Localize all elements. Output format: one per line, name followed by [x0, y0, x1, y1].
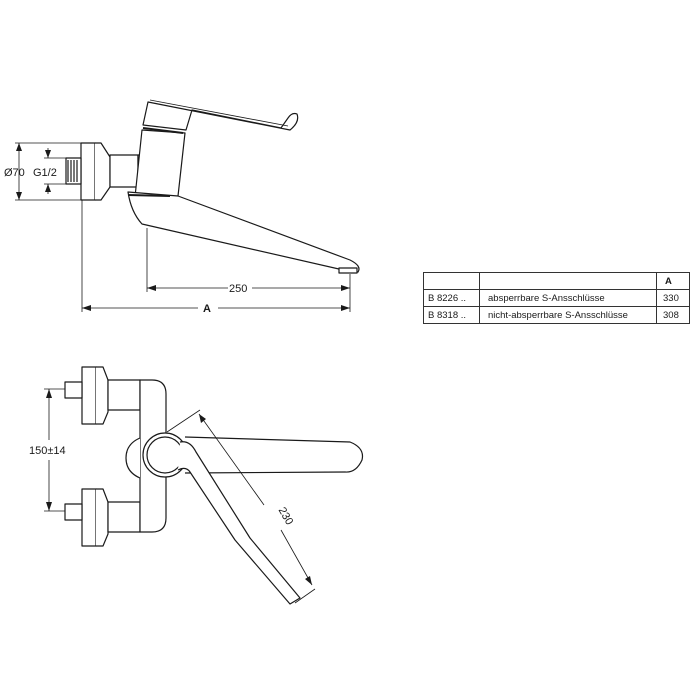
dim-spout-label: 250 [229, 283, 247, 295]
header-a: A [656, 272, 690, 290]
cell-a: 330 [656, 289, 690, 307]
table-row: B 8318 .. nicht-absperrbare S-Ansschlüss… [423, 306, 690, 324]
table-row: B 8226 .. absperrbare S-Ansschlüsse 330 [423, 289, 690, 307]
dim-diameter-label: Ø70 [4, 167, 25, 179]
side-view-faucet [65, 99, 360, 274]
header-code [423, 272, 480, 290]
cell-description: nicht-absperrbare S-Ansschlüsse [479, 306, 657, 324]
specification-table: A B 8226 .. absperrbare S-Ansschlüsse 33… [423, 272, 690, 324]
dim-spacing-label: 150±14 [29, 445, 66, 457]
cell-a: 308 [656, 306, 690, 324]
top-view-faucet [64, 366, 364, 605]
header-description [479, 272, 657, 290]
dim-total-label: A [203, 303, 211, 315]
table-header-row: A [423, 272, 690, 290]
dim-lever-label: 230 [276, 505, 296, 527]
cell-description: absperrbare S-Ansschlüsse [479, 289, 657, 307]
cell-code: B 8226 .. [423, 289, 480, 307]
side-view-dimensions [15, 142, 351, 312]
cell-code: B 8318 .. [423, 306, 480, 324]
dim-thread-label: G1/2 [33, 167, 57, 179]
